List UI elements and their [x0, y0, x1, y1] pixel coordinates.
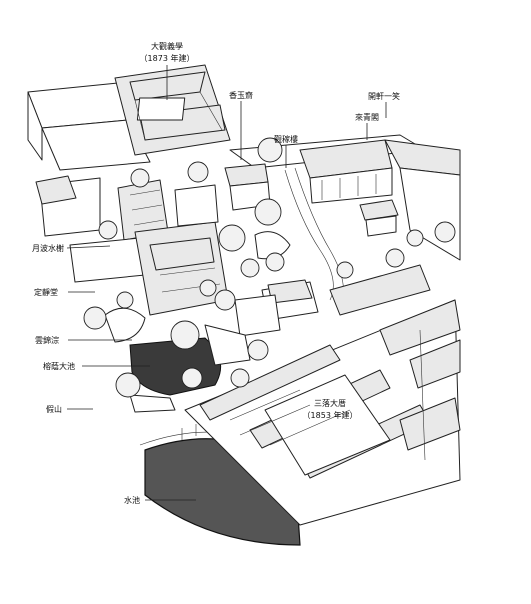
west-buildings [35, 175, 229, 316]
label-rockery: 假山 [46, 404, 62, 414]
label-dingjing-hall: 定靜堂 [34, 287, 58, 297]
three-section-residence [184, 264, 461, 526]
label-yunjin-cascade: 雲錦淙 [35, 335, 59, 345]
label-laiqing-pavilion: 來青閣 [355, 112, 379, 122]
label-xiangyu-studio: 香玉齋 [229, 90, 253, 100]
label-three-section-residence-year: （1853 年建） [303, 410, 358, 420]
label-yuebo-waterside-pavilion: 月波水榭 [32, 243, 64, 253]
academy-compound [27, 64, 231, 171]
rockery [104, 307, 251, 413]
label-banyan-pond: 榕蔭大池 [43, 361, 75, 371]
label-kaixuan-yixiao: 開軒一笑 [368, 91, 400, 101]
leader-lines [66, 65, 387, 501]
label-three-section-residence: 三落大厝 [314, 398, 346, 408]
label-daguan-academy-year: （1873 年建） [140, 53, 195, 63]
label-daguan-academy: 大觀義學 [151, 41, 183, 51]
trees [83, 137, 456, 398]
banyan-pond [129, 337, 222, 396]
central-garden [234, 167, 344, 337]
label-guanjia-tower: 觀稼樓 [274, 134, 298, 144]
label-water-pond: 水池 [124, 495, 140, 505]
